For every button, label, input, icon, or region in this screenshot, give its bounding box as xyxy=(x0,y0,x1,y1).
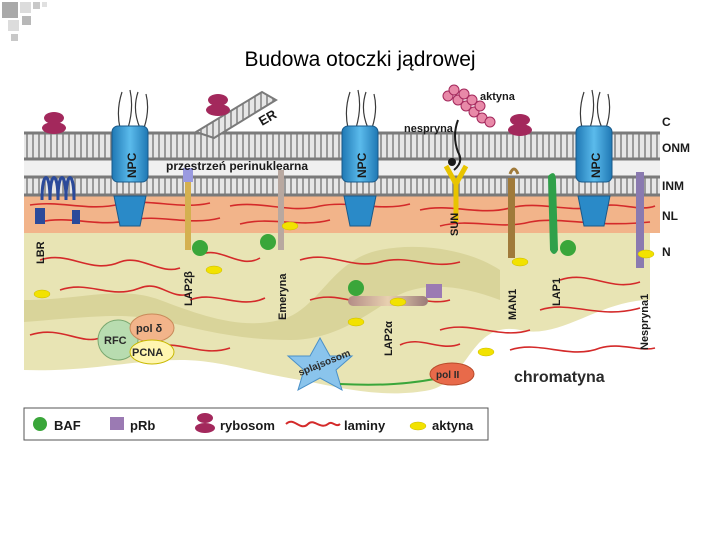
pol-ii-label: pol II xyxy=(436,370,460,381)
man1-protein xyxy=(508,167,520,258)
lbr-protein xyxy=(35,176,80,224)
nespryna-label: nespryna xyxy=(404,123,454,135)
nuclear-pore-complex xyxy=(341,89,379,227)
spliceosome-star xyxy=(286,336,354,392)
legend: BAF pRb rybosom laminy aktyna xyxy=(23,407,489,441)
corner-square xyxy=(2,2,18,18)
legend-prb-icon xyxy=(110,417,124,430)
legend-ribosome-icon xyxy=(195,413,215,433)
ribosome xyxy=(508,114,532,136)
legend-prb-label: pRb xyxy=(130,418,155,433)
actin-dots xyxy=(33,221,655,357)
rna-strand xyxy=(339,377,441,386)
actin-chain xyxy=(442,84,496,128)
baf-dots xyxy=(192,234,576,296)
npc-label: NPC xyxy=(355,152,369,178)
corner-square xyxy=(20,2,31,13)
sun-protein xyxy=(443,164,469,222)
region-label-nl: NL xyxy=(662,209,678,223)
region-label-inm: INM xyxy=(662,179,684,193)
legend-baf-label: BAF xyxy=(54,418,81,433)
rfc-label: RFC xyxy=(104,335,127,347)
legend-ribosome-label: rybosom xyxy=(220,418,275,433)
lap1-protein xyxy=(548,173,558,254)
perinuclear-space-label: przestrzeń perinuklearna xyxy=(166,159,308,173)
chromatin-label: chromatyna xyxy=(514,369,605,386)
region-label-c: C xyxy=(662,115,671,129)
corner-square xyxy=(11,34,18,41)
lap1-label: LAP1 xyxy=(551,278,563,306)
legend-baf-icon xyxy=(33,417,47,431)
nespryna-stalk xyxy=(453,119,462,171)
legend-lamin-label: laminy xyxy=(344,418,386,433)
nespryna-head xyxy=(448,158,456,166)
endoplasmic-reticulum xyxy=(193,90,278,140)
legend-actin-label: aktyna xyxy=(432,418,474,433)
legend-actin-icon xyxy=(409,421,427,431)
nuclear-pore-complex xyxy=(111,89,149,227)
emerin-label: Emeryna xyxy=(277,273,289,320)
legend-lamin-icon xyxy=(285,420,341,428)
nesprin1-label: Nespryna1 xyxy=(639,294,651,350)
lap2-alpha-label: LAP2α xyxy=(383,321,395,356)
nuclear-pore-complex xyxy=(575,89,613,227)
slide-title: Budowa otoczki jądrowej xyxy=(244,48,476,71)
replication-complex xyxy=(97,313,175,365)
ribosome xyxy=(206,94,230,116)
aktyna-top-label: aktyna xyxy=(480,91,516,103)
corner-square xyxy=(22,16,31,25)
pcna-label: PCNA xyxy=(132,347,163,359)
corner-square xyxy=(33,2,40,9)
npc-label: NPC xyxy=(125,152,139,178)
lap2-beta-label: LAP2β xyxy=(183,271,195,306)
region-label-onm: ONM xyxy=(662,141,690,155)
pol-ii-blob xyxy=(429,362,475,386)
npc-label: NPC xyxy=(589,152,603,178)
man1-label: MAN1 xyxy=(507,289,519,320)
ribosome xyxy=(42,112,66,134)
lap2-beta-protein xyxy=(183,168,193,250)
prb-square xyxy=(426,284,442,298)
sun-label: SUN xyxy=(449,213,461,236)
corner-square xyxy=(42,2,47,7)
corner-square xyxy=(8,20,19,31)
pol-delta-label: pol δ xyxy=(136,323,163,335)
lbr-label: LBR xyxy=(35,241,47,264)
lap2-alpha-bar xyxy=(348,296,428,306)
emerin-protein xyxy=(278,170,284,250)
region-label-n: N xyxy=(662,245,671,259)
nesprin1-protein xyxy=(636,172,644,268)
